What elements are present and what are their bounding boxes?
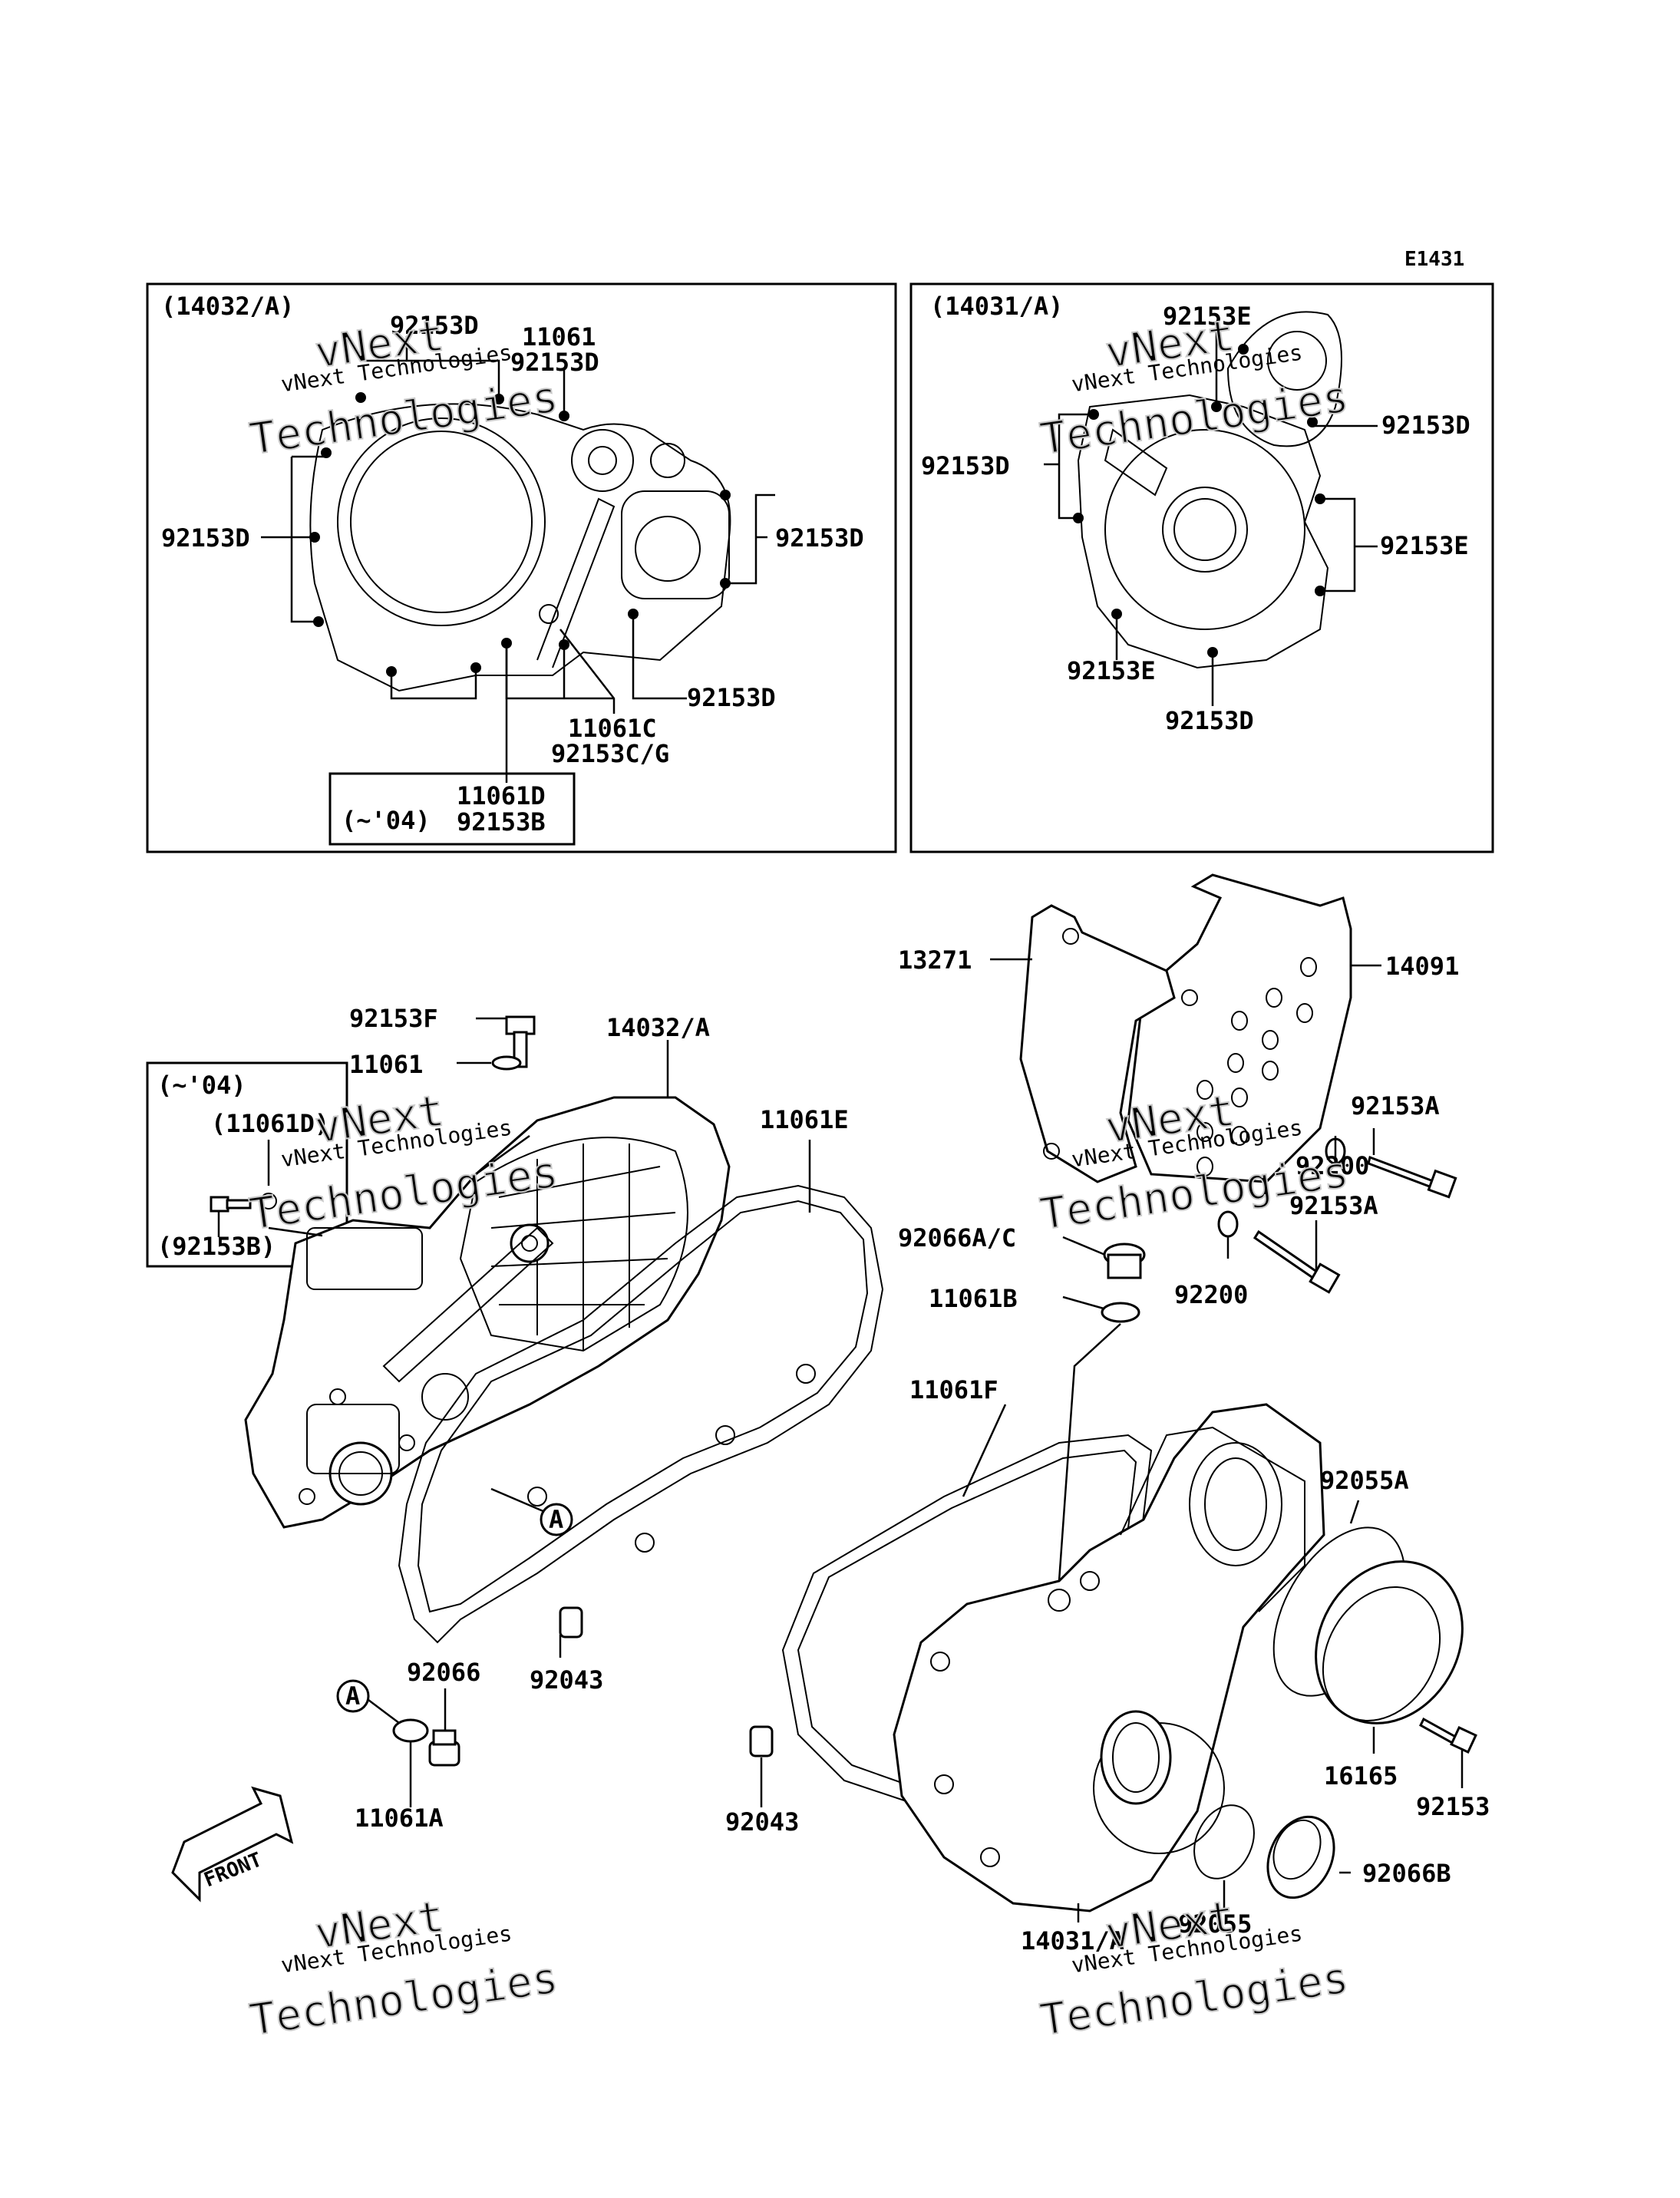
label-92043-a: 92043 (530, 1665, 603, 1695)
label-92153D-d: 92153D (775, 523, 864, 553)
variant-part-a: (11061D) (211, 1109, 329, 1138)
right-inset-frame (909, 282, 1494, 853)
label-92200-upper: 92200 (1295, 1151, 1369, 1180)
label-92200-lower: 92200 (1174, 1280, 1248, 1309)
svg-text:A: A (549, 1505, 563, 1534)
variant-note: (~'04) (157, 1071, 246, 1100)
label-92153E-b: 92153E (1380, 531, 1469, 560)
label-11061B: 11061B (929, 1284, 1018, 1313)
svg-text:A: A (345, 1682, 360, 1711)
watermark-1: vNext vNext Technologies Technologies (246, 310, 562, 466)
washer-11061-icon (491, 1055, 522, 1071)
label-92055: 92055 (1178, 1909, 1252, 1939)
label-92153: 92153 (1416, 1792, 1490, 1821)
label-11061F: 11061F (909, 1375, 998, 1404)
plug-92066-icon (428, 1729, 460, 1767)
label-14031A: 14031/A (1021, 1926, 1124, 1955)
label-92055A: 92055A (1320, 1466, 1409, 1495)
label-11061E: 11061E (760, 1105, 849, 1134)
label-92066B: 92066B (1362, 1859, 1451, 1888)
label-92153E-c: 92153E (1067, 656, 1156, 685)
label-92153D-h: 92153D (1165, 706, 1254, 735)
subbox-part-b: 92153B (457, 807, 546, 837)
label-92153D-f: 92153D (1381, 411, 1470, 440)
label-92153D-a: 92153D (390, 311, 479, 340)
generator-cover-outline (1073, 311, 1342, 669)
bracket-13271-part (1019, 904, 1176, 1183)
watermark-2: vNext vNext Technologies Technologies (1036, 310, 1352, 466)
washer-92200-lower-icon (1217, 1210, 1239, 1238)
label-11061: 11061 (522, 322, 596, 351)
dowel-92043-b-icon (749, 1725, 774, 1757)
subbox-part-a: 11061D (457, 781, 546, 810)
variant-part-b: (92153B) (157, 1232, 276, 1261)
guard-14091-part (1127, 873, 1352, 1183)
label-11061-main: 11061 (349, 1050, 423, 1079)
label-92153E-a: 92153E (1163, 302, 1252, 331)
label-14032A: 14032/A (606, 1013, 710, 1042)
label-92153D-c: 92153D (161, 523, 250, 553)
clutch-cover-part (244, 1096, 731, 1529)
callout-A-lower: A (336, 1679, 370, 1713)
callout-A-upper: A (540, 1503, 573, 1536)
label-92153A-upper: 92153A (1351, 1091, 1440, 1120)
dowel-92043-icon (559, 1606, 583, 1639)
plug-92066B-icon (1266, 1815, 1335, 1899)
variant-bolt-icon (210, 1196, 252, 1213)
left-inset-frame (146, 282, 897, 853)
label-11061A: 11061A (355, 1804, 444, 1833)
diagram-code: E1431 (1404, 248, 1464, 271)
label-92153CG: 92153C/G (551, 739, 669, 768)
clutch-cover-outline (309, 392, 731, 692)
generator-cover-part (893, 1403, 1325, 1913)
gasket-11061E-inner (417, 1200, 869, 1613)
washer-11061B-icon (1101, 1302, 1140, 1323)
label-92043-b: 92043 (725, 1807, 799, 1837)
label-92153D-g: 92153D (921, 451, 1010, 480)
left-inset-panel: (14032/A) (146, 282, 897, 853)
left-inset-title: (14032/A) (161, 292, 294, 321)
variant-box (146, 1061, 348, 1268)
label-92153F: 92153F (349, 1004, 438, 1033)
cap-16165-part (1315, 1560, 1464, 1724)
left-inset-subbox (328, 772, 576, 846)
oring-92055-icon (1193, 1804, 1255, 1880)
label-14091: 14091 (1385, 952, 1459, 981)
label-92066: 92066 (407, 1658, 480, 1687)
bolt-92153A-upper-icon (1367, 1156, 1457, 1199)
label-92153D-b: 92153D (510, 348, 599, 377)
label-11061C: 11061C (568, 714, 657, 743)
label-13271: 13271 (898, 946, 972, 975)
subbox-note: (~'04) (342, 806, 431, 835)
right-inset-title: (14031/A) (930, 292, 1063, 321)
label-92153D-e: 92153D (687, 683, 776, 712)
watermark-5: vNext vNext Technologies Technologies (246, 1891, 562, 2047)
bolt-92153-icon (1419, 1717, 1477, 1754)
main-right-assembly: 13271 14091 92153A 92200 92153A 92200 92… (725, 873, 1490, 1955)
label-92153A-lower: 92153A (1289, 1191, 1378, 1220)
washer-11061A-icon (392, 1718, 429, 1743)
front-arrow-icon: FRONT (171, 1786, 294, 1903)
gasket-11061E (398, 1184, 884, 1644)
bolt-92153A-lower-icon (1253, 1229, 1341, 1294)
variant-washer-icon (260, 1193, 277, 1210)
main-left-assembly: (~'04) (11061D) (92153B) (146, 1004, 884, 1903)
label-92066AC: 92066A/C (898, 1223, 1016, 1252)
right-inset-panel: (14031/A) 92153E 92153D 92153D (909, 282, 1494, 853)
plug-92066AC-icon (1103, 1243, 1146, 1279)
label-16165: 16165 (1324, 1761, 1398, 1790)
